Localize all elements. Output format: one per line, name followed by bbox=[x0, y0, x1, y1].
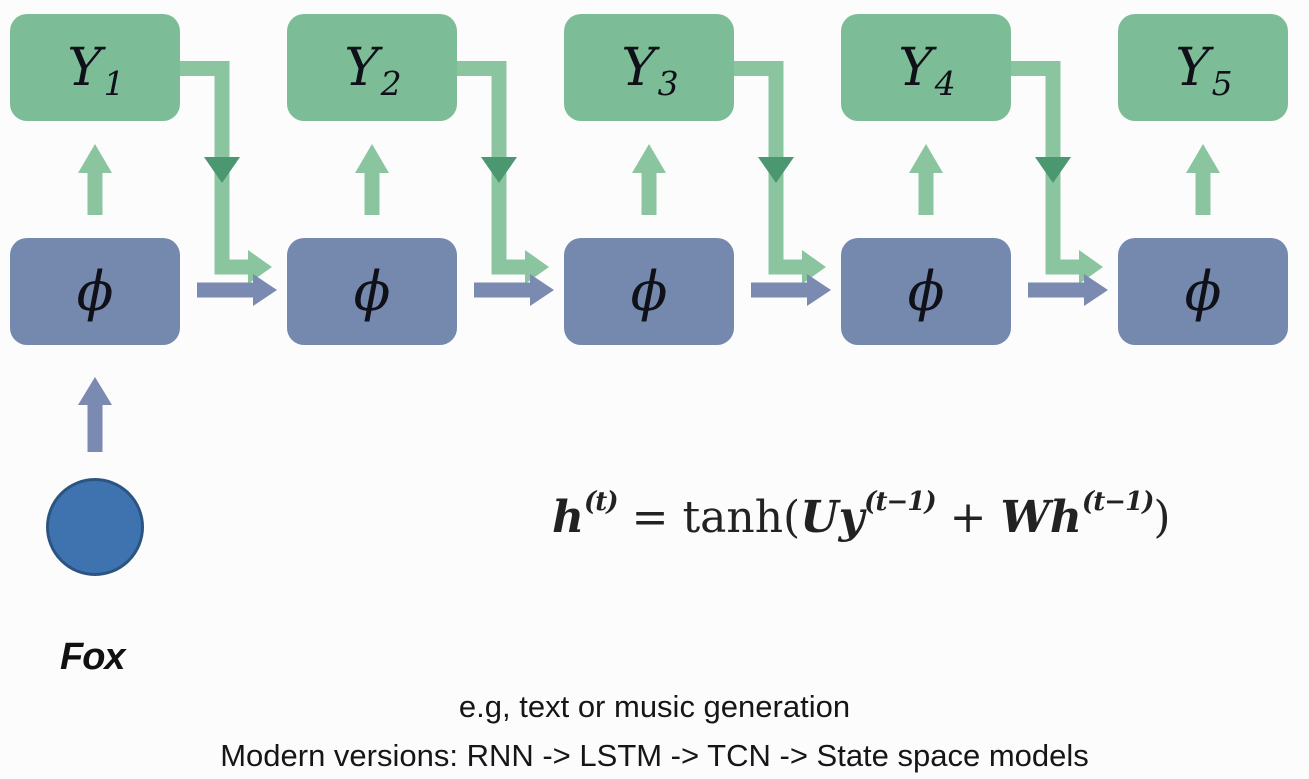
formula-sup-t1b: (t−1) bbox=[1081, 487, 1154, 517]
emission-arrow-1-icon bbox=[78, 144, 112, 215]
caption-line-2: Modern versions: RNN -> LSTM -> TCN -> S… bbox=[220, 738, 1089, 773]
phi-label: ϕ bbox=[907, 260, 945, 323]
output-subscript: 4 bbox=[934, 64, 956, 103]
hidden-node-2: ϕ bbox=[287, 238, 457, 345]
hidden-state-arrow-3-icon bbox=[751, 274, 831, 306]
output-label: Y bbox=[67, 37, 102, 98]
formula-eq-tanh: = tanh( bbox=[617, 492, 801, 543]
feedback-arrow-1-icon bbox=[170, 61, 272, 284]
hidden-state-arrow-2-icon bbox=[474, 274, 554, 306]
formula-sup-t1a: (t−1) bbox=[864, 487, 936, 517]
output-label: Y bbox=[621, 37, 656, 98]
input-arrow-icon bbox=[78, 377, 112, 452]
phi-label: ϕ bbox=[630, 260, 668, 323]
hidden-node-3: ϕ bbox=[564, 238, 734, 345]
output-label: Y bbox=[344, 37, 379, 98]
input-token-circle bbox=[46, 478, 144, 576]
formula-close-paren: ) bbox=[1153, 492, 1171, 543]
hidden-node-4: ϕ bbox=[841, 238, 1011, 345]
recurrence-formula: h(t) = tanh(Uy(t−1) + Wh(t−1)) bbox=[552, 489, 1171, 543]
output-label: Y bbox=[1175, 37, 1210, 98]
feedback-arrow-4-icon bbox=[1001, 61, 1103, 284]
hidden-state-arrow-4-icon bbox=[1028, 274, 1108, 306]
emission-arrow-icons bbox=[78, 144, 1220, 215]
output-subscript: 5 bbox=[1211, 64, 1233, 103]
output-label: Y bbox=[898, 37, 933, 98]
formula-h: h bbox=[552, 492, 584, 543]
output-subscript: 2 bbox=[380, 64, 402, 103]
input-token-label: Fox bbox=[60, 636, 126, 678]
caption-block: e.g, text or music generation Modern ver… bbox=[0, 682, 1309, 779]
formula-sup-t: (t) bbox=[584, 487, 619, 517]
formula-wh: Wh bbox=[1000, 492, 1082, 543]
emission-arrow-3-icon bbox=[632, 144, 666, 215]
emission-arrow-2-icon bbox=[355, 144, 389, 215]
hidden-node-1: ϕ bbox=[10, 238, 180, 345]
phi-label: ϕ bbox=[76, 260, 114, 323]
feedback-arrow-3-icon bbox=[724, 61, 826, 284]
caption-line-1: e.g, text or music generation bbox=[458, 689, 851, 724]
phi-label: ϕ bbox=[1184, 260, 1222, 323]
feedback-arrow-2-icon bbox=[447, 61, 549, 284]
hidden-state-arrow-icons bbox=[197, 274, 1108, 306]
hidden-node-5: ϕ bbox=[1118, 238, 1288, 345]
phi-label: ϕ bbox=[353, 260, 391, 323]
emission-arrow-4-icon bbox=[909, 144, 943, 215]
hidden-state-arrow-1-icon bbox=[197, 274, 277, 306]
formula-plus: + bbox=[935, 492, 1001, 543]
output-subscript: 3 bbox=[657, 64, 679, 103]
output-subscript: 1 bbox=[103, 64, 125, 103]
formula-uy: Uy bbox=[800, 492, 865, 543]
emission-arrow-5-icon bbox=[1186, 144, 1220, 215]
